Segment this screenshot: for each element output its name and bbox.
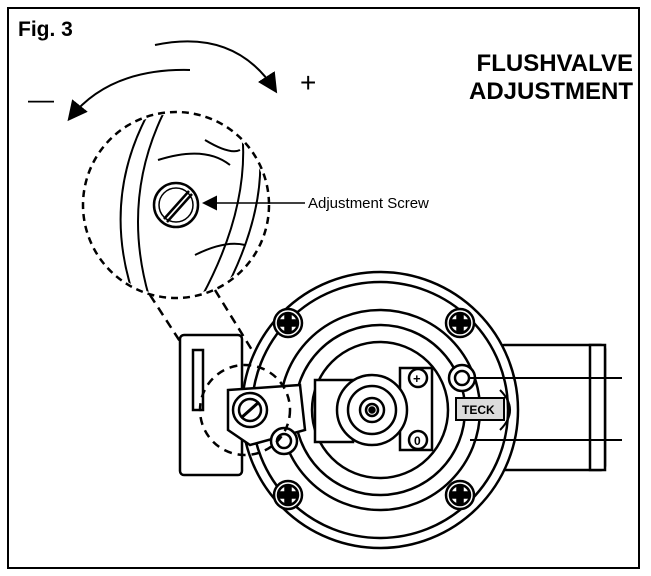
valve-body (178, 333, 607, 477)
detail-leader-lines (148, 289, 257, 381)
arrow-clockwise-icon (154, 40, 278, 94)
title-line-1: FLUSHVALVE (476, 50, 633, 77)
figure-label: Fig. 3 (18, 18, 73, 41)
phillips-screw-icon (444, 307, 476, 339)
title-line-2: ADJUSTMENT (468, 78, 633, 105)
plus-sign: + (300, 67, 316, 98)
adjustment-screw-label: Adjustment Screw (308, 195, 429, 212)
figure-title: FLUSHVALVE ADJUSTMENT (469, 50, 633, 106)
adjustment-highlight-circle (198, 363, 292, 457)
mount-screws (272, 307, 476, 511)
brand-mark: TECK (462, 403, 495, 417)
sensor-wires (470, 377, 622, 441)
phillips-screw-icon (444, 479, 476, 511)
slotted-screw-icon (152, 181, 200, 229)
center-actuator (313, 363, 477, 452)
detail-magnifier (81, 110, 271, 300)
minus-sign: — (28, 84, 54, 114)
phillips-screw-icon (272, 307, 304, 339)
arrow-counterclockwise-icon (67, 68, 191, 122)
phillips-screw-icon (272, 479, 304, 511)
rotation-arrows (67, 40, 278, 122)
marker-zero: 0 (414, 434, 421, 448)
marker-plus: + (413, 371, 421, 386)
brand-plate (455, 397, 505, 421)
